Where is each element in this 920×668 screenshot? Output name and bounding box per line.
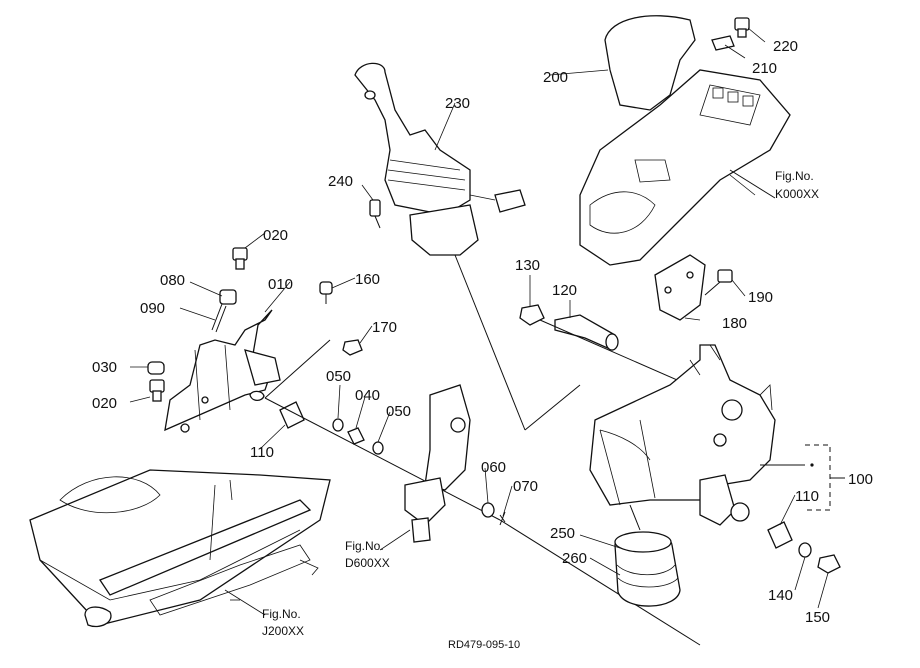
joystick-connector xyxy=(454,254,526,431)
part-label-200: 200 xyxy=(543,69,568,86)
shaft-line xyxy=(264,397,501,521)
washer-060 xyxy=(481,502,495,518)
part-label-110-left: 110 xyxy=(250,444,274,461)
part-label-160: 160 xyxy=(355,271,380,288)
cap-030 xyxy=(147,361,165,375)
part-label-260: 260 xyxy=(562,550,587,567)
spacer-040 xyxy=(347,427,365,445)
part-label-210: 210 xyxy=(752,60,777,77)
part-label-050-a: 050 xyxy=(326,368,351,385)
bolt-220 xyxy=(734,17,750,38)
part-label-180: 180 xyxy=(722,315,747,332)
part-label-110-right: 110 xyxy=(795,488,819,505)
part-label-170: 170 xyxy=(372,319,397,336)
bushing-110-left xyxy=(279,401,305,429)
pedal-linkage xyxy=(404,384,471,543)
boot-250-260 xyxy=(614,531,681,607)
figure-ref-code: K000XX xyxy=(775,187,819,201)
callouts xyxy=(129,27,829,616)
part-label-080: 080 xyxy=(160,272,185,289)
clip-210 xyxy=(711,35,735,51)
part-label-220: 220 xyxy=(773,38,798,55)
pin-070 xyxy=(499,511,506,526)
part-label-120: 120 xyxy=(552,282,577,299)
figure-ref-label: Fig.No. xyxy=(775,169,814,183)
bolt-190 xyxy=(704,269,733,296)
part-label-050-b: 050 xyxy=(386,403,411,420)
figure-ref-code: D600XX xyxy=(345,556,390,570)
part-label-060: 060 xyxy=(481,459,506,476)
bolt-160 xyxy=(319,281,333,304)
part-label-020-top: 020 xyxy=(263,227,288,244)
spacer-050-b xyxy=(372,441,384,455)
bolt-020-top xyxy=(232,247,248,270)
part-label-250: 250 xyxy=(550,525,575,542)
figure-ref-code: J200XX xyxy=(262,624,304,638)
bracket-180 xyxy=(654,254,706,321)
figure-ref-label: Fig.No. xyxy=(262,607,301,621)
nut-170 xyxy=(342,339,363,356)
bushing-110-right xyxy=(767,521,793,549)
drawing-code: RD479-095-10 xyxy=(448,639,520,651)
spacer-050-a xyxy=(332,418,344,432)
part-label-070: 070 xyxy=(513,478,538,495)
part-label-190: 190 xyxy=(748,289,773,306)
part-label-240: 240 xyxy=(328,173,353,190)
bolt-020-lower xyxy=(149,379,165,402)
part-label-090: 090 xyxy=(140,300,165,317)
part-label-140: 140 xyxy=(768,587,793,604)
mechanism-100 xyxy=(589,344,845,526)
part-labels: 010 010 020 020 030 040 050 050 060 070 … xyxy=(92,38,873,626)
bolt-150 xyxy=(817,554,841,574)
part-label-030: 030 xyxy=(92,359,117,376)
pin-120 xyxy=(554,314,619,351)
bolt-240 xyxy=(369,199,381,229)
bolt-130 xyxy=(519,304,545,326)
part-label-040: 040 xyxy=(355,387,380,404)
frame-assembly xyxy=(29,469,331,628)
part-label-010: 010 xyxy=(268,276,293,293)
joystick-230 xyxy=(354,62,526,256)
figure-ref-k000xx: Fig.No. K000XX xyxy=(775,169,819,201)
figure-ref-label: Fig.No. xyxy=(345,539,384,553)
bracket-010 xyxy=(164,309,281,433)
part-label-230: 230 xyxy=(445,95,470,112)
part-label-100: 100 xyxy=(848,471,873,488)
washer-140 xyxy=(798,542,812,558)
figure-ref-d600xx: Fig.No. D600XX xyxy=(345,539,390,570)
shaft-line-ext xyxy=(499,519,701,646)
part-label-130: 130 xyxy=(515,257,540,274)
figure-ref-j200xx: Fig.No. J200XX xyxy=(262,607,304,638)
knob-080 xyxy=(211,289,237,333)
part-label-150: 150 xyxy=(805,609,830,626)
console-200 xyxy=(579,15,791,266)
part-label-020-lower: 020 xyxy=(92,395,117,412)
